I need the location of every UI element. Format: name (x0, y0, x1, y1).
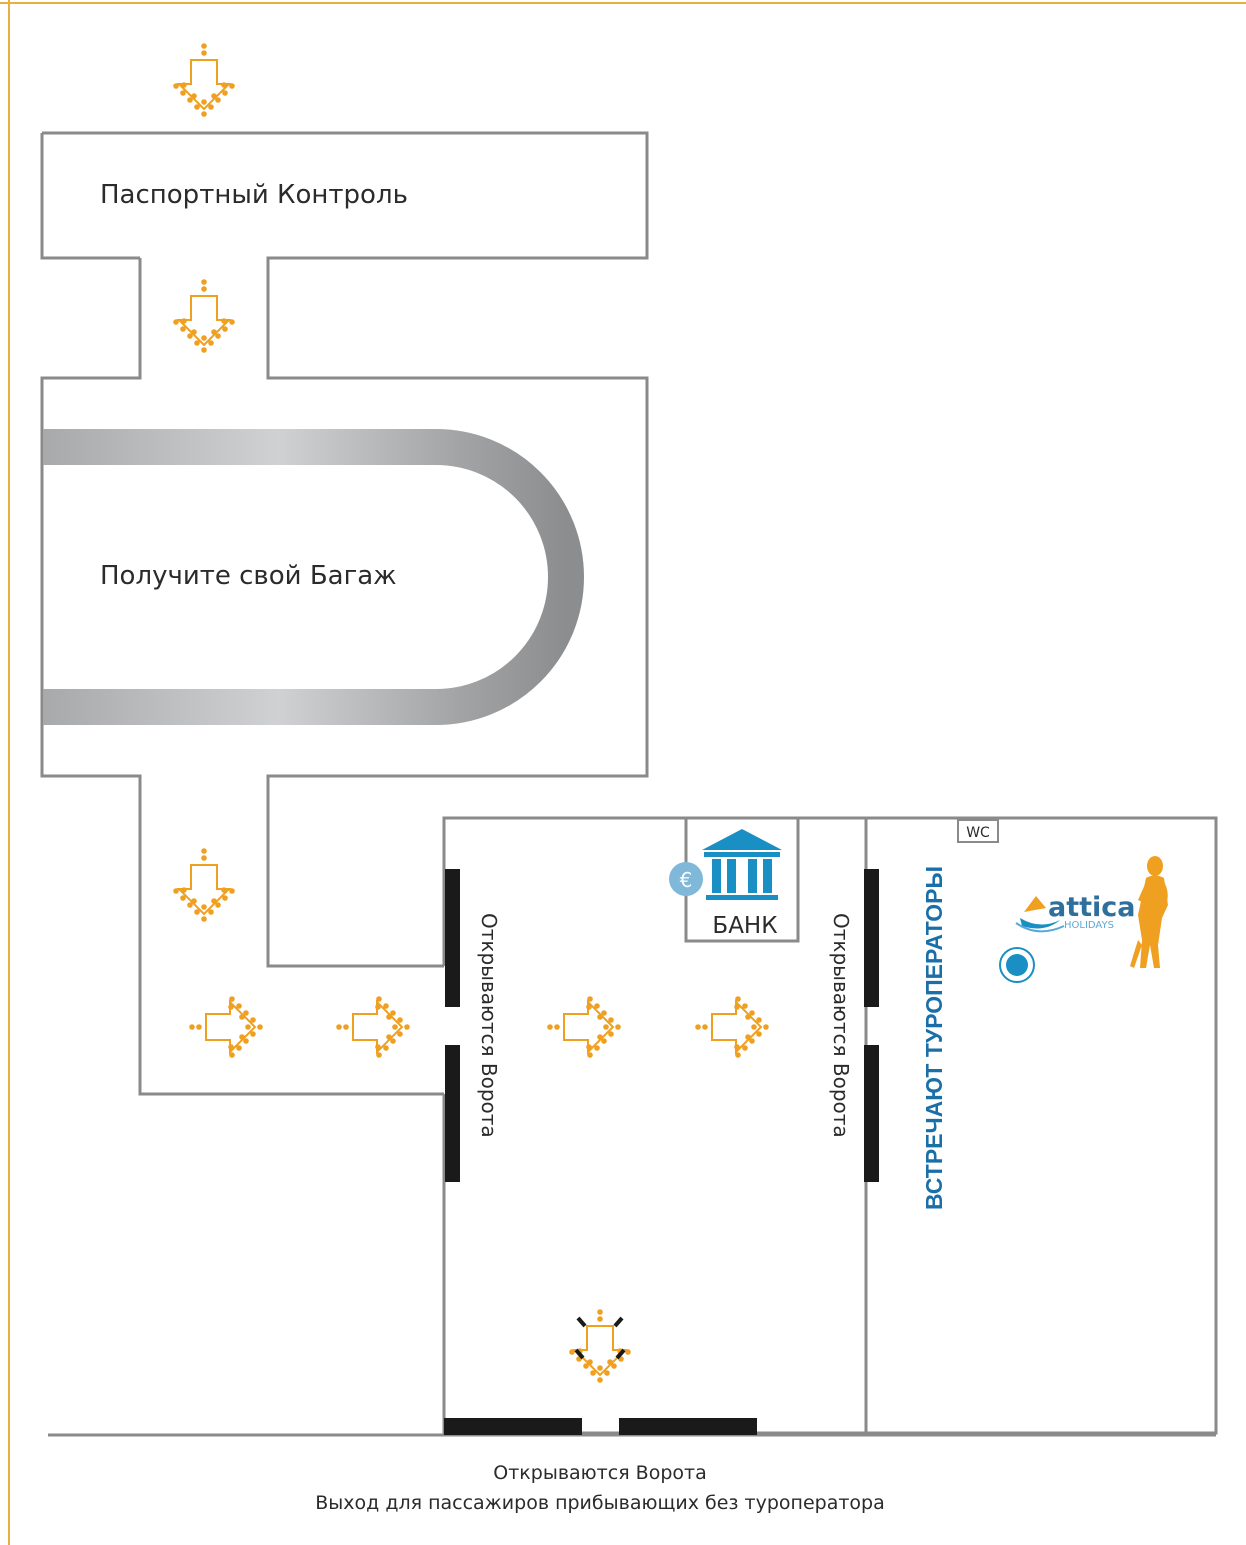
arrow-right-icon (694, 995, 770, 1059)
gate-left-lower (445, 1045, 460, 1182)
arrow-down-icon (172, 42, 236, 118)
gates-left-label: Открываются Ворота (477, 913, 501, 1138)
arrow-right-icon (546, 995, 622, 1059)
exit-gates-label: Открываются Ворота (493, 1462, 707, 1484)
exit-hall (442, 816, 1218, 1435)
gates-right-label: Открываются Ворота (829, 913, 853, 1138)
arrow-right-icon (335, 995, 411, 1059)
baggage-claim-label: Получите свой Багаж (100, 561, 397, 591)
left-corridor-wall (40, 133, 140, 260)
exit-gate-left (444, 1418, 582, 1435)
gate-right-upper (864, 869, 879, 1007)
logo-sub: HOLIDAYS (1064, 920, 1114, 931)
arrow-right-icon (188, 995, 264, 1059)
tour-operators-label: ВСТРЕЧАЮТ ТУРОПЕРАТОРЫ (921, 866, 947, 1210)
baggage-belt (43, 429, 584, 725)
gate-left-upper (445, 869, 460, 1007)
passport-control-label: Паспортный Контроль (100, 180, 408, 210)
logo-name: attica (1048, 892, 1136, 923)
passport-control-room (42, 131, 649, 968)
euro-icon: € (669, 862, 703, 896)
arrow-down-icon (172, 278, 236, 354)
location-dot-icon (999, 947, 1035, 983)
bank-label: БАНК (712, 913, 777, 939)
arrow-down-icon (172, 847, 236, 923)
gate-right-lower (864, 1045, 879, 1182)
euro-symbol: € (680, 868, 693, 892)
bank-icon (702, 829, 782, 900)
exit-arrow-markers (574, 1316, 626, 1360)
exit-gate-right (619, 1418, 757, 1435)
exit-note-label: Выход для пассажиров прибывающих без тур… (315, 1492, 885, 1514)
attica-logo: attica HOLIDAYS (1015, 892, 1136, 933)
wc-label: WC (966, 825, 990, 841)
wc-room (957, 819, 999, 843)
baggage-hall-left-wall (40, 258, 444, 1096)
person-icon (1130, 856, 1168, 968)
